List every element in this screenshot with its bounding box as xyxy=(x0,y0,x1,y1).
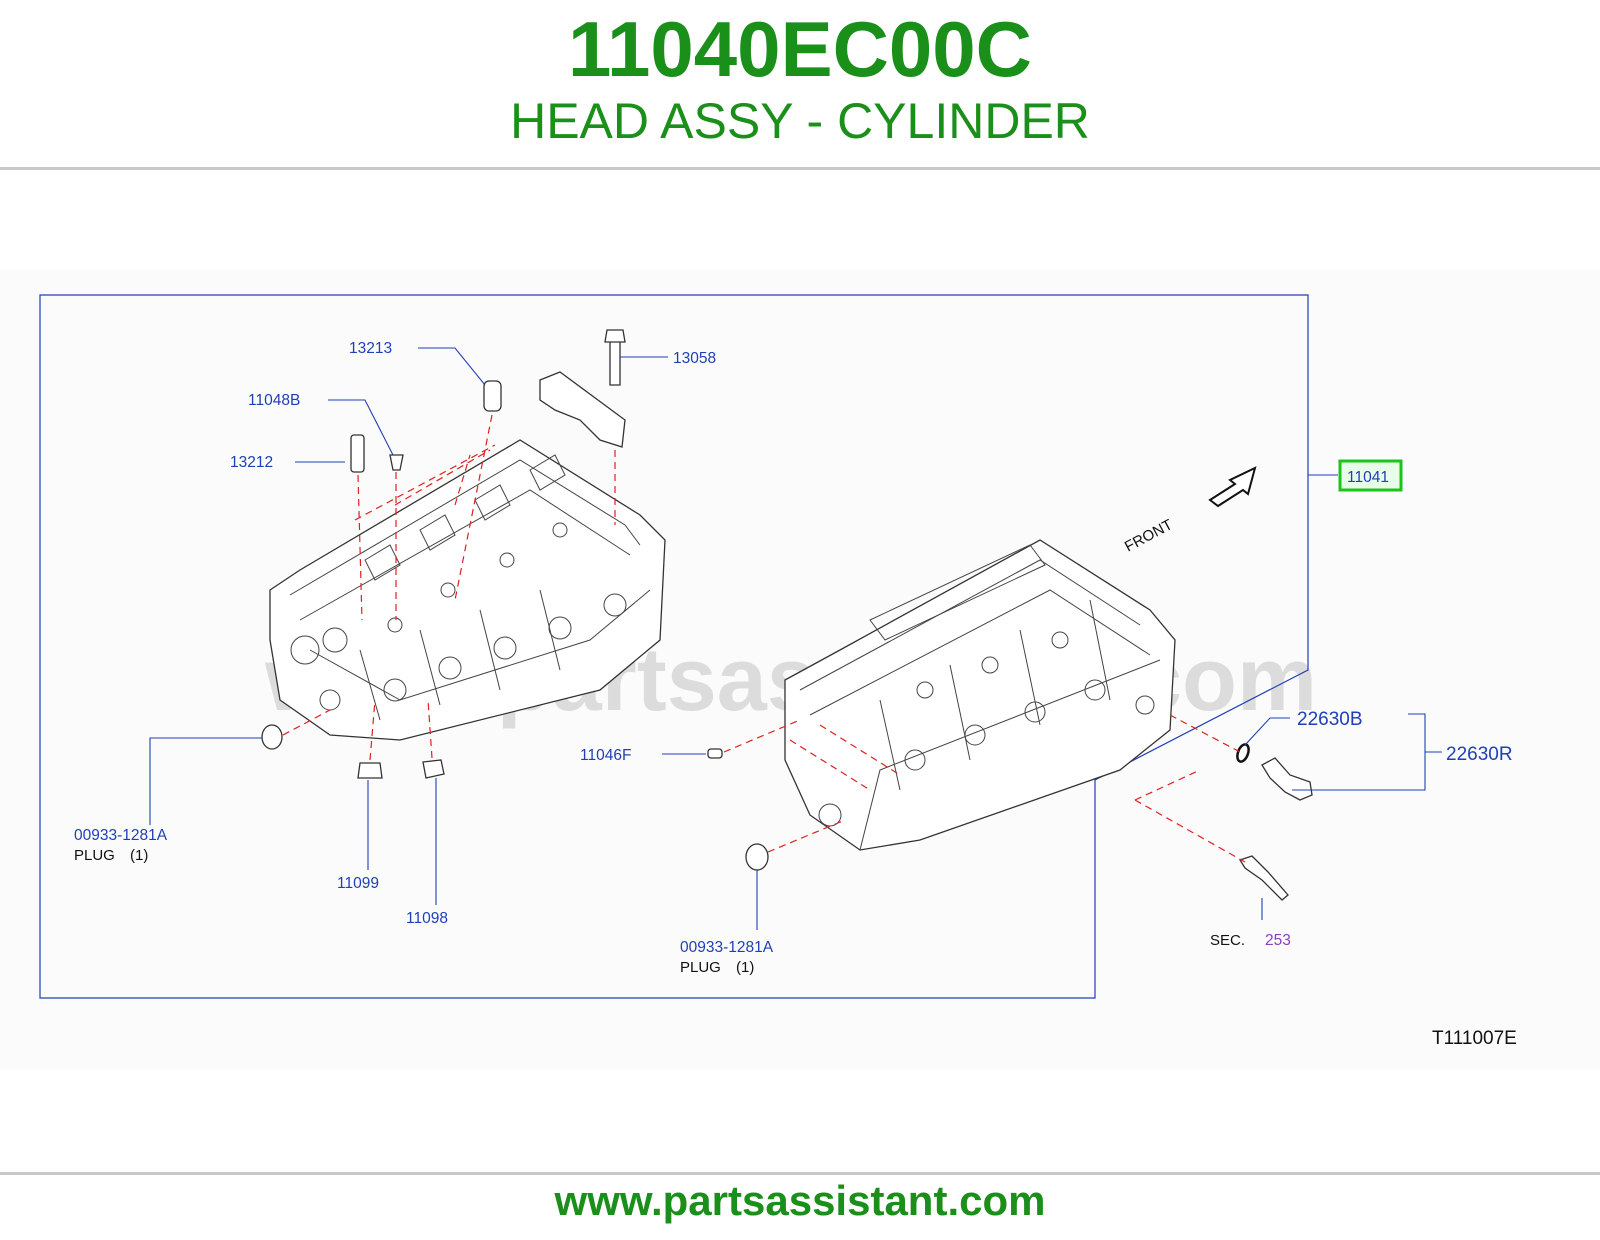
sec-253-link[interactable]: 253 xyxy=(1265,932,1291,949)
part-13058-bolt xyxy=(604,329,626,386)
assembly-line-guide xyxy=(354,444,496,521)
sec-label: SEC. xyxy=(1210,932,1245,949)
callout-11041[interactable]: 11041 xyxy=(1347,469,1389,486)
drawing-code: T111007E xyxy=(1432,1028,1517,1049)
assembly-line-11099 xyxy=(369,699,376,761)
callout-11098[interactable]: 11098 xyxy=(406,910,448,927)
callout-13213[interactable]: 13213 xyxy=(349,340,392,357)
footer-divider xyxy=(0,1172,1600,1175)
leader-22630b xyxy=(1244,717,1290,746)
part-22630r-sensor xyxy=(1261,757,1313,801)
assembly-line-plug-right xyxy=(767,819,846,853)
plug-right-qty: (1) xyxy=(736,959,754,976)
assembly-line-11098 xyxy=(427,699,433,759)
callout-22630b[interactable]: 22630B xyxy=(1297,709,1363,730)
assembly-line-13212 xyxy=(357,474,363,621)
part-13213-dowel xyxy=(483,380,502,412)
plug-left-qty: (1) xyxy=(130,847,148,864)
part-sec253-sensor xyxy=(1239,855,1289,901)
callout-11048b[interactable]: 11048B xyxy=(248,392,300,409)
part-number-title: 11040EC00C xyxy=(567,5,1033,93)
assembly-line-sec253 xyxy=(1134,769,1246,863)
part-bracket xyxy=(539,371,626,448)
part-22630b-oring xyxy=(1236,743,1250,763)
left-cylinder-head-drawing xyxy=(269,439,666,741)
part-11046f-dowel xyxy=(707,748,723,759)
assembly-line-22630 xyxy=(1169,714,1241,753)
part-11099-washer xyxy=(357,762,383,779)
assembly-line-11046f xyxy=(723,719,801,753)
leader-13213 xyxy=(418,347,486,386)
callout-22630r[interactable]: 22630R xyxy=(1446,744,1513,765)
header-divider xyxy=(0,167,1600,170)
assembly-line-inner xyxy=(789,724,901,791)
callout-13058[interactable]: 13058 xyxy=(673,350,716,367)
part-11098-seal xyxy=(422,759,445,779)
part-name-subtitle: HEAD ASSY - CYLINDER xyxy=(510,93,1090,149)
callout-00933-right[interactable]: 00933-1281A xyxy=(680,939,774,956)
front-label: FRONT xyxy=(1122,516,1176,555)
plug-left-label: PLUG xyxy=(74,847,115,864)
assembly-line-13213 xyxy=(454,414,493,601)
right-cylinder-head-drawing xyxy=(784,539,1176,851)
diagram-frame xyxy=(39,294,1309,999)
part-plug-right xyxy=(745,843,769,871)
footer-website[interactable]: www.partsassistant.com xyxy=(554,1177,1046,1224)
part-11048b-fitting xyxy=(389,454,404,471)
assembly-line-plug-left xyxy=(282,709,331,736)
part-plug-left xyxy=(261,724,283,750)
leader-plug-left xyxy=(149,737,262,825)
part-13212-dowel xyxy=(350,434,365,473)
callout-13212[interactable]: 13212 xyxy=(230,454,273,471)
leader-22630r xyxy=(1292,713,1442,791)
callout-11041-highlight xyxy=(1338,459,1403,492)
plug-right-label: PLUG xyxy=(680,959,721,976)
front-arrow-icon xyxy=(1208,466,1257,508)
callout-00933-left[interactable]: 00933-1281A xyxy=(74,827,168,844)
leader-11048b xyxy=(328,399,394,456)
callout-11046f[interactable]: 11046F xyxy=(580,747,631,764)
diagram-area xyxy=(0,270,1600,1070)
callout-11099[interactable]: 11099 xyxy=(337,875,379,892)
